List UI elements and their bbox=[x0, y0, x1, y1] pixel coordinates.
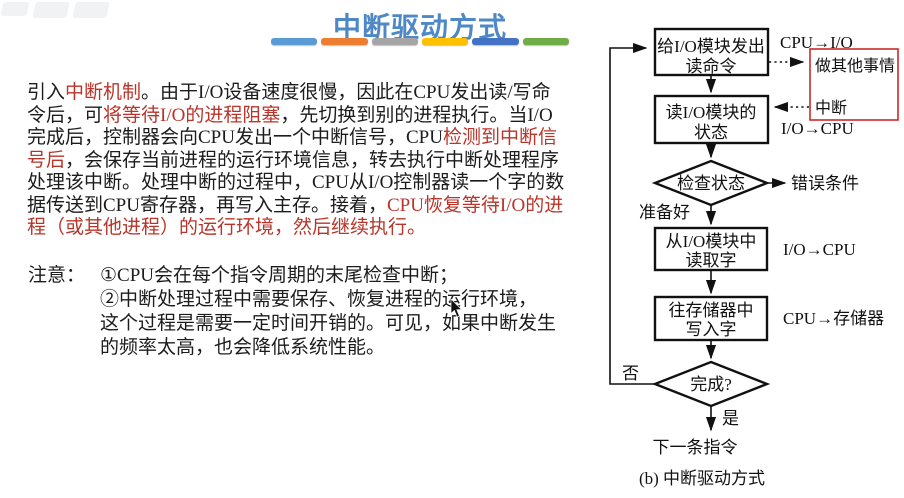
red-annotation-box bbox=[809, 48, 899, 121]
box-issue-read-line1: 给I/O模块发出 bbox=[657, 37, 765, 56]
watermark bbox=[0, 2, 112, 24]
title-underline-bar bbox=[522, 38, 569, 45]
interrupt-flowchart: 给I/O模块发出 读命令 读I/O模块的 状态 从I/O模块中 读取字 往存储器… bbox=[609, 27, 899, 488]
interrupt-label: 中断 bbox=[815, 99, 847, 117]
paragraph-line: 程（或其他进程）的运行环境，然后继续执行。 bbox=[27, 217, 583, 240]
paragraph-line: 引入中断机制。由于I/O设备速度很慢，因此在CPU发出读/写命 bbox=[27, 82, 583, 105]
paragraph-line: 令后，可将等待I/O的进程阻塞，先切换到别的进程执行。当I/O bbox=[27, 105, 583, 128]
box-read-status-line1: 读I/O模块的 bbox=[666, 103, 757, 122]
title-underline-bar bbox=[371, 38, 418, 45]
label-no: 否 bbox=[622, 364, 639, 383]
title-underline-bar bbox=[472, 38, 519, 45]
body-text: 完成后，控制器会向CPU发出一个中断信号，CPU bbox=[27, 127, 443, 148]
diamond-check-status-label: 检查状态 bbox=[677, 174, 745, 193]
note-line: ②中断处理过程中需要保存、恢复进程的运行环境， bbox=[100, 289, 538, 310]
label-yes: 是 bbox=[722, 409, 739, 428]
body-text: ，会保存当前进程的运行环境信息，转去执行中断处理程序 bbox=[65, 149, 560, 171]
body-text: 引入 bbox=[27, 82, 66, 103]
box-read-word-line1: 从I/O模块中 bbox=[666, 232, 757, 251]
body-text: ，先切换到别的进程执行。当I/O bbox=[280, 104, 553, 126]
label-io-to-cpu-1: I/O→CPU bbox=[781, 119, 854, 138]
label-io-to-cpu-2: I/O→CPU bbox=[783, 240, 856, 259]
note-label: 注意： bbox=[28, 265, 86, 286]
title-underline-bars bbox=[271, 38, 569, 46]
box-issue-read-line2: 读命令 bbox=[686, 57, 737, 76]
label-error-condition: 错误条件 bbox=[791, 174, 859, 193]
body-text: 据传送到CPU寄存器，再写入主存。接着， bbox=[27, 194, 387, 216]
paragraph-line: 据传送到CPU寄存器，再写入主存。接着，CPU恢复等待I/O的进 bbox=[27, 195, 583, 218]
highlighted-text: 检测到中断信 bbox=[442, 127, 557, 148]
box-read-word-line2: 读取字 bbox=[686, 251, 737, 270]
label-cpu-to-mem: CPU→存储器 bbox=[783, 309, 884, 328]
mouse-cursor bbox=[450, 299, 463, 318]
do-other-things-label: 做其他事情 bbox=[815, 57, 895, 75]
box-write-word-line2: 写入字 bbox=[686, 320, 737, 339]
paragraph-line: 完成后，控制器会向CPU发出一个中断信号，CPU检测到中断信 bbox=[27, 127, 583, 150]
box-write-word-line1: 往存储器中 bbox=[669, 301, 754, 320]
flowchart-caption: (b) 中断驱动方式 bbox=[639, 469, 765, 488]
loop-no-connector bbox=[609, 42, 655, 385]
highlighted-text: 号后 bbox=[27, 149, 66, 171]
title-underline-bar bbox=[321, 38, 368, 45]
highlighted-text: 程（或其他进程）的运行环境，然后继续执行。 bbox=[27, 217, 427, 238]
highlighted-text: 中断机制 bbox=[65, 82, 142, 103]
diamond-done-label: 完成? bbox=[690, 375, 732, 394]
body-text: 令后，可 bbox=[27, 104, 104, 126]
label-ready: 准备好 bbox=[639, 203, 690, 222]
note-line: ①CPU会在每个指令周期的末尾检查中断； bbox=[100, 265, 458, 286]
note-line: 这个过程是需要一定时间开销的。可见，如果中断发生 bbox=[100, 313, 557, 334]
intro-paragraph: 引入中断机制。由于I/O设备速度很慢，因此在CPU发出读/写命令后，可将等待I/… bbox=[27, 82, 583, 240]
highlighted-text: CPU恢复等待I/O的进 bbox=[386, 194, 564, 216]
label-cpu-to-io: CPU→I/O bbox=[780, 33, 853, 52]
note-lines: ①CPU会在每个指令周期的末尾检查中断； ②中断处理过程中需要保存、恢复进程的运行… bbox=[100, 264, 580, 360]
box-read-status-line2: 状态 bbox=[694, 123, 728, 142]
note-line: 的频率太高，也会降低系统性能。 bbox=[100, 337, 386, 358]
body-text: 。由于I/O设备速度很慢，因此在CPU发出读/写命 bbox=[141, 82, 551, 103]
title-underline-bar bbox=[421, 38, 469, 45]
paragraph-line: 处理该中断。处理中断的过程中，CPU从I/O控制器读一个字的数 bbox=[27, 172, 583, 195]
title-underline-bar bbox=[271, 38, 318, 45]
paragraph-line: 号后，会保存当前进程的运行环境信息，转去执行中断处理程序 bbox=[27, 150, 583, 173]
label-next-instruction: 下一条指令 bbox=[653, 438, 738, 457]
highlighted-text: 将等待I/O的进程阻塞 bbox=[103, 104, 281, 126]
body-text: 处理该中断。处理中断的过程中，CPU从I/O控制器读一个字的数 bbox=[27, 172, 565, 193]
